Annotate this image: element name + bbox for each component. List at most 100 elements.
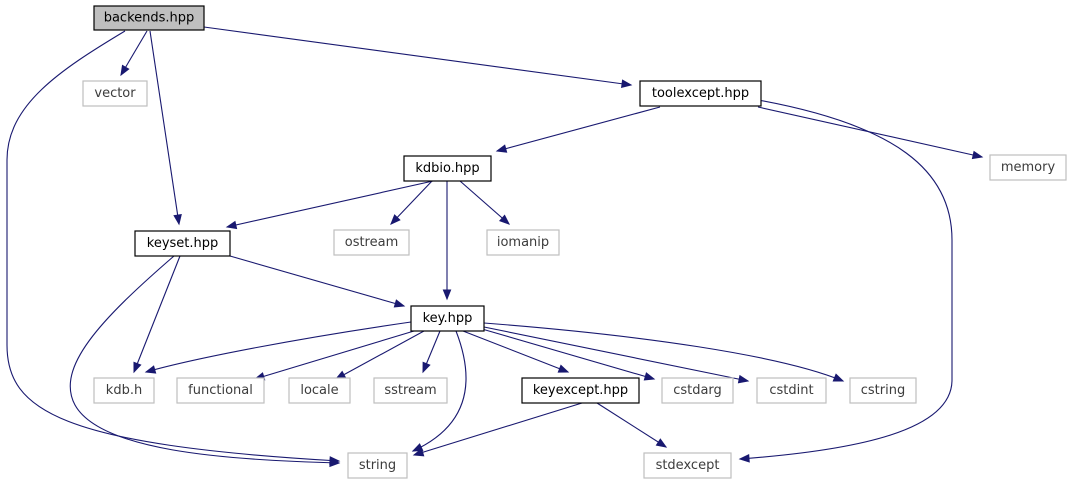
node-label: functional xyxy=(188,383,253,398)
node-box xyxy=(347,452,408,479)
node-cstdarg: cstdarg xyxy=(661,377,734,404)
node-label: cstdint xyxy=(769,383,813,398)
node-label: cstdarg xyxy=(673,383,722,398)
edges-layer xyxy=(6,26,984,468)
node-box xyxy=(521,377,640,404)
edge-line-key-to-cstring xyxy=(483,322,844,382)
node-cstdint: cstdint xyxy=(756,377,827,404)
node-label: sstream xyxy=(384,383,436,398)
node-label: kdbio.hpp xyxy=(415,161,479,176)
node-ostream: ostream xyxy=(333,229,410,256)
arrowhead-icon xyxy=(971,150,984,160)
edge-line-toolexcept-to-kdbio xyxy=(496,106,661,152)
node-box xyxy=(288,377,351,404)
edge-line-toolexcept-to-stdexcept xyxy=(739,99,953,460)
node-key[interactable]: key.hpp xyxy=(410,305,485,332)
arrowhead-icon xyxy=(393,299,406,308)
arrowhead-icon xyxy=(133,361,142,374)
node-kdbio[interactable]: kdbio.hpp xyxy=(403,155,492,182)
edge-toolexcept-to-kdbio xyxy=(495,106,661,153)
node-box xyxy=(639,80,762,107)
node-stdexcept: stdexcept xyxy=(643,452,732,479)
node-box xyxy=(176,377,265,404)
node-label: keyexcept.hpp xyxy=(533,383,628,398)
arrowhead-icon xyxy=(120,64,130,77)
node-label: keyset.hpp xyxy=(147,236,219,251)
node-box xyxy=(486,229,560,256)
edge-line-key-to-cstdint xyxy=(483,326,749,382)
edge-line-keyset-to-kdbh xyxy=(133,255,181,373)
arrowhead-icon xyxy=(329,458,341,468)
arrowhead-icon xyxy=(422,361,431,374)
node-backends[interactable]: backends.hpp xyxy=(93,5,205,31)
node-box xyxy=(661,377,734,404)
arrowhead-icon xyxy=(442,289,452,301)
node-vector: vector xyxy=(82,80,148,107)
edge-line-keyset-to-string xyxy=(69,255,340,464)
node-box xyxy=(989,154,1067,181)
node-label: cstring xyxy=(861,383,905,398)
arrowhead-icon xyxy=(643,372,656,381)
arrowhead-icon xyxy=(498,214,511,225)
node-label: stdexcept xyxy=(656,458,720,473)
edge-line-keyexcept-to-string xyxy=(413,402,583,456)
edge-line-key-to-kdbh xyxy=(145,321,412,373)
node-box xyxy=(643,452,732,479)
node-box xyxy=(403,155,492,182)
arrowhead-icon xyxy=(495,144,508,153)
edge-line-key-to-locale xyxy=(335,330,425,380)
node-box xyxy=(373,377,448,404)
edge-key-to-sstream xyxy=(422,330,441,374)
node-box xyxy=(93,377,155,404)
node-iomanip: iomanip xyxy=(486,229,560,256)
arrowhead-icon xyxy=(144,365,157,374)
arrowhead-icon xyxy=(173,213,182,226)
edge-line-kdbio-to-iomanip xyxy=(459,180,510,225)
edge-keyset-to-key xyxy=(229,255,406,308)
node-locale: locale xyxy=(288,377,351,404)
nodes-layer: backends.hpp vector toolexcept.hpp kdbio.hp… xyxy=(82,5,1067,479)
edge-key-to-locale xyxy=(334,330,425,380)
node-string: string xyxy=(347,452,408,479)
node-label: iomanip xyxy=(497,235,549,250)
edge-keyset-to-string xyxy=(69,255,341,468)
edge-key-to-cstring xyxy=(483,322,845,382)
node-box xyxy=(849,377,917,404)
node-label: backends.hpp xyxy=(104,11,195,26)
arrowhead-icon xyxy=(412,448,425,457)
node-label: toolexcept.hpp xyxy=(652,86,749,101)
arrowhead-icon xyxy=(390,214,401,225)
edge-line-key-to-cstdarg xyxy=(481,328,655,380)
node-label: memory xyxy=(1001,160,1056,175)
node-cstring: cstring xyxy=(849,377,917,404)
node-functional: functional xyxy=(176,377,265,404)
edge-kdbio-to-key xyxy=(442,181,452,301)
arrowhead-icon xyxy=(225,220,238,230)
edge-backends-to-vector xyxy=(120,30,148,77)
edge-line-key-to-keyexcept xyxy=(462,330,569,373)
edge-keyset-to-kdbh xyxy=(133,255,181,374)
node-toolexcept[interactable]: toolexcept.hpp xyxy=(639,80,762,107)
edge-kdbio-to-iomanip xyxy=(459,180,511,225)
edge-keyexcept-to-string xyxy=(412,402,583,457)
arrowhead-icon xyxy=(832,373,845,382)
node-label: locale xyxy=(300,383,338,398)
node-label: kdb.h xyxy=(106,383,142,398)
node-keyexcept[interactable]: keyexcept.hpp xyxy=(521,377,640,404)
arrowhead-icon xyxy=(621,79,633,89)
edge-key-to-string xyxy=(411,330,467,452)
arrowhead-icon xyxy=(411,443,424,452)
node-box xyxy=(93,5,205,31)
node-label: key.hpp xyxy=(423,311,473,326)
edge-line-backends-to-toolexcept xyxy=(203,26,632,86)
edge-key-to-functional xyxy=(253,330,415,381)
edge-line-backends-to-string xyxy=(6,30,340,462)
arrowhead-icon xyxy=(738,453,750,463)
node-kdbh: kdb.h xyxy=(93,377,155,404)
edge-key-to-kdbh xyxy=(144,321,412,374)
node-box xyxy=(82,80,148,107)
edge-key-to-cstdarg xyxy=(481,328,656,381)
node-box xyxy=(756,377,827,404)
node-keyset[interactable]: keyset.hpp xyxy=(134,230,231,257)
